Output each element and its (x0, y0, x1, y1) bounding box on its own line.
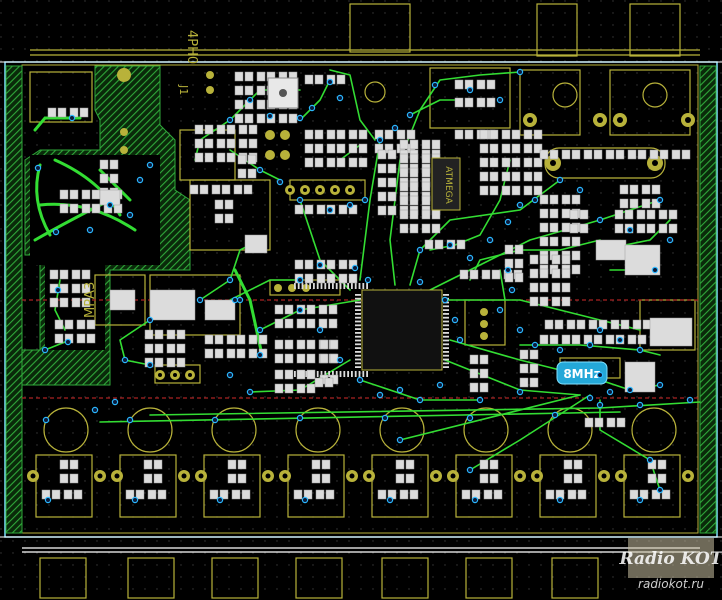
connector-top-label: 4РН0 (184, 30, 199, 64)
left-ground-rail (5, 65, 23, 534)
header-pins (117, 68, 488, 380)
watermark: Radio KOT radiokot.ru (619, 538, 722, 591)
watermark-logo: Radio KOT (619, 549, 722, 569)
qfn-chip (267, 77, 299, 109)
crystal-label: 8MHz (563, 367, 600, 381)
output-connectors (27, 407, 694, 518)
connector-j-label: J1 (177, 84, 190, 95)
smd-pads (41, 71, 691, 500)
soic-chip: ATMEGA (431, 157, 461, 211)
mcu-chip (294, 283, 449, 377)
vias (34, 68, 694, 504)
soic-label: ATMEGA (443, 166, 453, 204)
crystal-oscillator: 8MHz (556, 361, 608, 385)
mpa-label: МРА3 (83, 282, 98, 318)
watermark-site: radiokot.ru (638, 577, 704, 591)
bottom-connector-housings (22, 547, 700, 599)
top-connector-housings (30, 3, 700, 57)
right-ground-rail (699, 65, 717, 534)
